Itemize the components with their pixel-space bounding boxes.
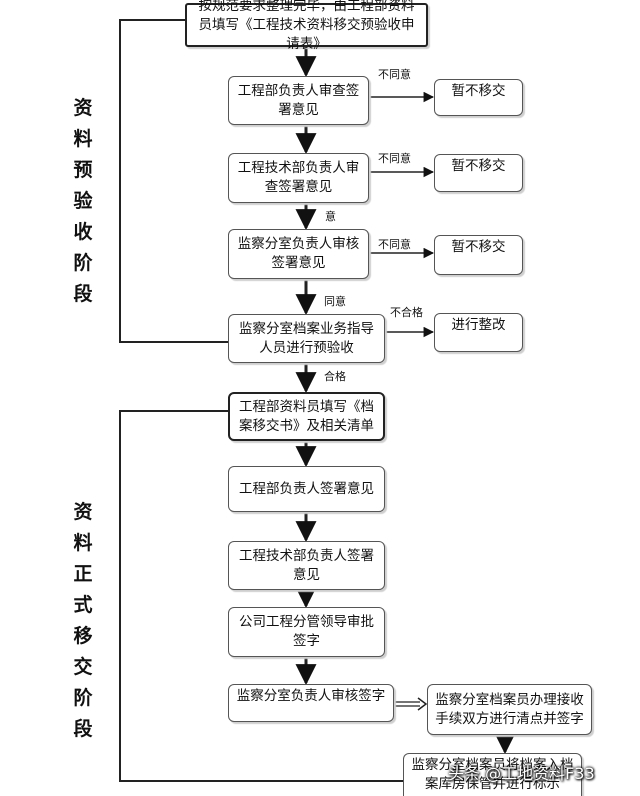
node-archive-receive-text: 监察分室档案员办理接收手续双方进行清点并签字: [435, 691, 584, 727]
node-reject-2-text: 暂不移交: [451, 158, 506, 174]
stage-label-formal-transfer: 资料正式移交阶段: [73, 501, 93, 740]
node-fill-transfer-form: 工程部资料员填写《档案移交书》及相关清单: [228, 392, 385, 441]
edge-label-unqualified: 不合格: [390, 306, 423, 319]
node-leader-approval: 公司工程分管领导审批签字: [228, 607, 385, 657]
stage-label-precheck: 资料预验收阶段: [73, 97, 93, 305]
stage-bracket-1: [119, 19, 230, 343]
node-sign-technical-dept: 工程技术部负责人签署意见: [228, 541, 385, 590]
node-sign-technical-dept-text: 工程技术部负责人签署意见: [239, 547, 374, 583]
watermark-text: 头条 @工地资料F33: [448, 764, 595, 783]
node-reject-3-text: 暂不移交: [451, 239, 506, 255]
node-reject-1-text: 暂不移交: [451, 83, 506, 99]
node-archive-storage: 监察分室档案员将档案入档案库房保管并进行标示: [403, 753, 582, 796]
node-pre-acceptance: 监察分室档案业务指导人员进行预验收: [228, 314, 385, 363]
node-start: 按规范要求整理完毕，由工程部资料员填写《工程技术资料移交预验收申请表》: [185, 0, 428, 52]
stage-bracket-2: [119, 410, 405, 782]
node-review-supervision: 监察分室负责人审核签署意见: [228, 229, 369, 279]
node-supervision-sign: 监察分室负责人审核签字: [228, 684, 394, 722]
node-review-technical-dept-text: 工程技术部负责人审查签署意见: [237, 160, 360, 195]
node-reject-1: 暂不移交: [434, 79, 523, 116]
node-archive-receive: 监察分室档案员办理接收手续双方进行清点并签字: [427, 684, 592, 735]
edge-label-disagree-1: 不同意: [378, 68, 411, 81]
arrow-formal5-formal6: [394, 697, 428, 711]
node-sign-engineering-dept-text: 工程部负责人签署意见: [239, 480, 374, 497]
edge-label-agree-partial: 意: [325, 210, 336, 223]
edge-label-disagree-2: 不同意: [378, 152, 411, 165]
node-leader-approval-text: 公司工程分管领导审批签字: [239, 614, 374, 649]
node-fill-transfer-form-text: 工程部资料员填写《档案移交书》及相关清单: [239, 398, 374, 434]
node-rectify: 进行整改: [434, 313, 523, 352]
node-sign-engineering-dept: 工程部负责人签署意见: [228, 466, 385, 512]
node-review-engineering-dept: 工程部负责人审查签署意见: [228, 76, 369, 125]
node-review-engineering-dept-text: 工程部负责人审查签署意见: [237, 82, 360, 118]
node-pre-acceptance-text: 监察分室档案业务指导人员进行预验收: [239, 320, 374, 356]
node-review-technical-dept: 工程技术部负责人审查签署意见: [228, 153, 369, 203]
node-start-text: 按规范要求整理完毕，由工程部资料员填写《工程技术资料移交预验收申请表》: [198, 0, 415, 52]
node-review-supervision-text: 监察分室负责人审核签署意见: [237, 236, 360, 271]
node-reject-2: 暂不移交: [434, 154, 523, 192]
node-supervision-sign-text: 监察分室负责人审核签字: [236, 688, 386, 704]
node-reject-3: 暂不移交: [434, 235, 523, 275]
node-archive-storage-text: 监察分室档案员将档案入档案库房保管并进行标示: [411, 757, 574, 792]
node-rectify-text: 进行整改: [451, 317, 506, 333]
edge-label-disagree-3: 不同意: [378, 238, 411, 251]
edge-label-qualified: 合格: [324, 370, 346, 383]
edge-label-agree: 同意: [324, 295, 346, 308]
